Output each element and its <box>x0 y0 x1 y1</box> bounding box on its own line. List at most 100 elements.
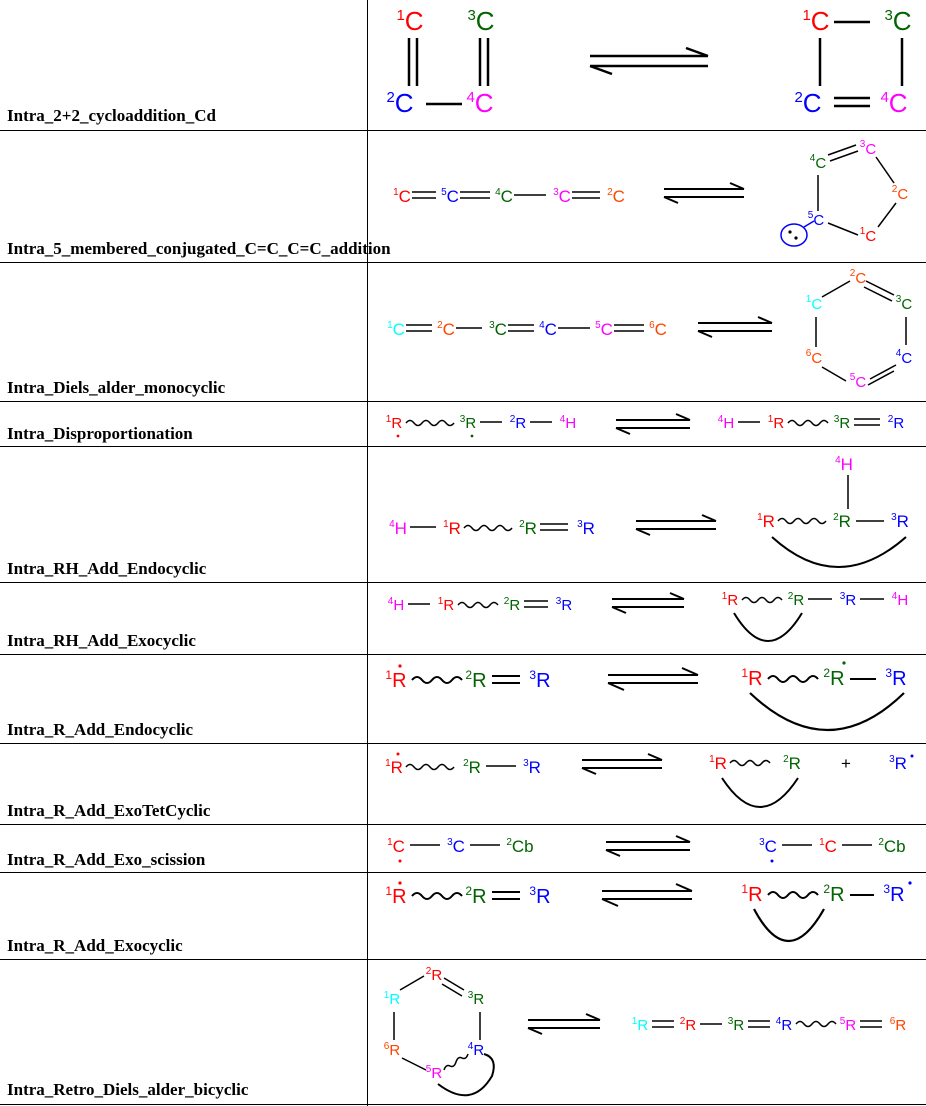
atom-label: 3R <box>523 758 541 777</box>
atom-label: 3C <box>896 294 913 313</box>
atom-label: 5C <box>850 372 867 391</box>
atom-label: 6R <box>384 1041 401 1059</box>
radical-dot <box>842 661 846 665</box>
atom-label: 1R <box>386 414 403 432</box>
atom-label: 6R <box>890 1016 907 1034</box>
atom-label: 2R <box>465 668 486 692</box>
reaction-scheme: 4H 1R 2R 3R 1R 2R 3R 4H <box>388 591 908 642</box>
atom-label: 5C <box>808 210 825 229</box>
reaction-scheme: 1C 3C 2Cb 3C 1C 2Cb <box>387 835 906 863</box>
product: 2C 3C 4C 5C 6C 1C <box>806 268 913 391</box>
reaction-scheme: 1R 2R 3R 1R 2R 3R <box>385 661 907 732</box>
family-name: Intra_5_membered_conjugated_C=C_C=C_addi… <box>7 239 391 258</box>
atom-label: 3R <box>728 1016 745 1034</box>
atom-label: 3R <box>834 414 851 432</box>
radical-dot <box>398 859 402 863</box>
equilibrium-arrows <box>607 667 699 691</box>
bonds <box>815 280 907 386</box>
atom-label: 2R <box>888 414 905 432</box>
product: 1R 2R 3R <box>741 881 912 942</box>
atom-label: 1R <box>768 414 785 432</box>
product: 4H 1R 3R 2R <box>718 414 905 432</box>
reactant: 1C 3C 2C 4C <box>386 6 494 118</box>
reaction-scheme: 2R 3R 4R 5R 6R 1R 1R 2R <box>384 966 907 1097</box>
electron-dot <box>788 230 792 234</box>
atom-label: 3R <box>556 596 573 614</box>
equilibrium-arrows <box>605 835 691 857</box>
radical-dot <box>770 859 774 863</box>
radical-dot <box>470 434 474 438</box>
atom-label: 3R <box>891 512 909 531</box>
radical-dot <box>396 752 400 756</box>
reaction-scheme: 1R 2R 3R 1R 2R + 3R <box>385 752 914 808</box>
reactant: 1R 2R 3R <box>385 664 551 692</box>
radical-dot <box>908 881 912 885</box>
family-name: Intra_R_Add_Exocyclic <box>7 936 183 955</box>
atom-label: 4H <box>892 591 908 609</box>
reaction-scheme: 1R 3R 2R 4H 4H 1R 3R 2R <box>386 413 905 438</box>
atom-label: 2C <box>892 184 909 203</box>
atom-label: 1C <box>806 294 823 313</box>
atom-label: 1C <box>819 837 837 856</box>
atom-label: 2R <box>504 596 521 614</box>
row-divider <box>0 262 926 263</box>
atom-label: 2R <box>465 884 486 908</box>
ring-bond-arc <box>771 536 907 568</box>
reaction-scheme: 1C 3C 2C 4C 1C 3C 2C 4C <box>386 6 911 118</box>
atom-label: 4H <box>835 455 853 474</box>
reactant: 4H 1R 2R 3R <box>389 519 595 538</box>
electron-dot <box>794 236 798 240</box>
atom-label: 4H <box>718 414 734 432</box>
wavy-chain <box>443 1053 469 1071</box>
atom-label: 3R <box>529 668 550 692</box>
reactant: 4H 1R 2R 3R <box>388 596 573 614</box>
row-divider <box>0 872 926 873</box>
row-divider <box>0 824 926 825</box>
atom-label: 1R <box>443 519 461 538</box>
atom-label: 4R <box>776 1016 793 1034</box>
atom-label: 3R <box>885 666 906 690</box>
atom-label: 1R <box>438 596 455 614</box>
atom-label: 6C <box>806 348 823 367</box>
atom-label: 1R <box>384 990 401 1008</box>
reactant: 1C 2C 3C 4C 5C 6C <box>387 320 667 339</box>
row-divider <box>0 743 926 744</box>
radical-dot <box>396 434 400 438</box>
atom-label: 1R <box>385 668 406 692</box>
bonds <box>412 191 600 199</box>
atom-label: 3R <box>883 882 904 906</box>
row-divider <box>0 401 926 402</box>
atom-label: 3R <box>577 519 595 538</box>
atom-label: 3C <box>467 6 494 36</box>
atom-label: 3R <box>468 990 485 1008</box>
atom-label: 2R <box>823 882 844 906</box>
row-divider <box>0 130 926 131</box>
atom-label: 1R <box>385 884 406 908</box>
reaction-scheme: 4H 1R 2R 3R 4H 1R 2R 3R <box>389 455 909 568</box>
atom-label: 2R <box>680 1016 697 1034</box>
atom-label: 4C <box>495 187 513 206</box>
wavy-chain <box>457 601 499 609</box>
atom-label: 4C <box>810 153 827 172</box>
wavy-chain <box>767 675 819 683</box>
radical-dot <box>398 664 402 668</box>
atom-label: 1C <box>393 187 411 206</box>
equilibrium-arrows <box>611 592 685 614</box>
family-name: Intra_Retro_Diels_alder_bicyclic <box>7 1080 249 1099</box>
atom-label: 3C <box>489 320 507 339</box>
reactant: 1R 2R 3R <box>385 881 551 908</box>
reaction-scheme: 1C 5C 4C 3C 2C 4C 3C 2C 1C 5C <box>393 139 909 247</box>
product: 4C 3C 2C 1C 5C <box>780 139 909 247</box>
atom-label: 3R <box>529 884 550 908</box>
row-divider <box>0 1104 926 1105</box>
ring-bond-arc <box>753 908 825 942</box>
atom-label: 3C <box>447 837 465 856</box>
wavy-chain <box>463 524 513 532</box>
bonds <box>818 20 904 108</box>
reactant: 1C 3C 2Cb <box>387 837 534 863</box>
atom-label: 1R <box>741 882 762 906</box>
atom-label: 3C <box>884 6 911 36</box>
row-divider <box>0 959 926 960</box>
wavy-chain <box>741 596 783 604</box>
